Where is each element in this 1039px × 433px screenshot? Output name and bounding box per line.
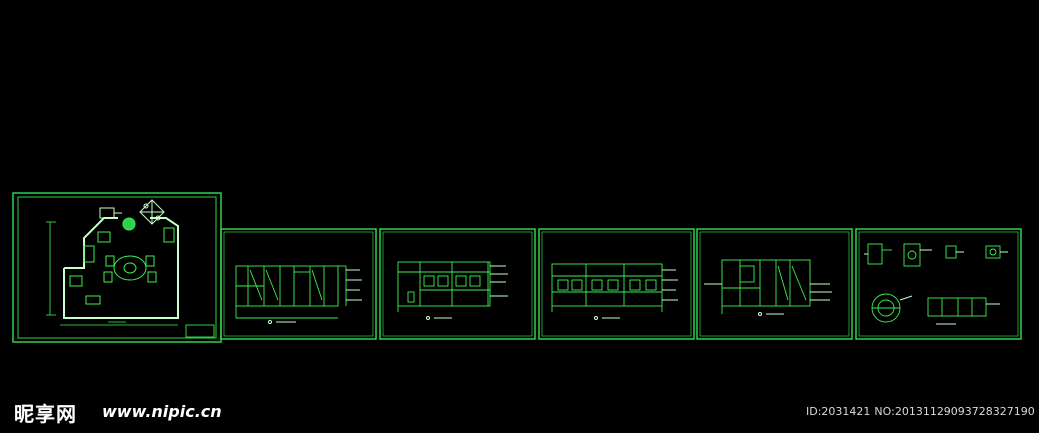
sheet-1-title-block: [185, 324, 215, 338]
floor-plan-symbol: [139, 199, 165, 225]
sheet-floor-plan: [12, 192, 222, 343]
floor-plan-dimension-lines: [46, 221, 178, 326]
sheet-3-frame: [379, 228, 536, 340]
elevation-2-leaders: [426, 265, 508, 320]
sheet-details: [855, 228, 1022, 340]
sheet-4-border: [541, 231, 692, 337]
sheet-5-border: [699, 231, 850, 337]
elevation-3-lines: [551, 263, 663, 312]
sheet-6-frame: [855, 228, 1022, 340]
sheet-5-frame: [696, 228, 853, 340]
elevation-1-lines: [235, 265, 347, 319]
watermark-site-url[interactable]: www.nipic.cn: [102, 402, 222, 421]
detail-leaders: [864, 249, 1008, 325]
sheet-1-inner-frame: [17, 196, 217, 339]
sheet-elevation-4: [696, 228, 853, 340]
elevation-3-leaders: [594, 269, 678, 320]
sheet-elevation-1: [220, 228, 377, 340]
watermark-image-id: ID:2031421: [806, 405, 871, 418]
elevation-2-lines: [397, 261, 491, 312]
sheet-6-border: [858, 231, 1019, 337]
sheet-2-frame: [220, 228, 377, 340]
watermark-site-logo: 昵享网: [14, 402, 77, 426]
floor-plan-tag: [99, 207, 122, 219]
elevation-1-leaders: [268, 269, 362, 324]
watermark-image-no: NO:20131129093728327190: [874, 405, 1035, 418]
sheet-3-border: [382, 231, 533, 337]
sheet-4-frame: [538, 228, 695, 340]
sheet-elevation-2: [379, 228, 536, 340]
sheet-elevation-3: [538, 228, 695, 340]
floor-plan-marker: [122, 217, 136, 231]
elevation-4-leaders: [704, 283, 832, 316]
floor-plan-furniture: [69, 227, 175, 305]
elevation-4-lines: [721, 259, 811, 314]
sheet-2-border: [223, 231, 374, 337]
